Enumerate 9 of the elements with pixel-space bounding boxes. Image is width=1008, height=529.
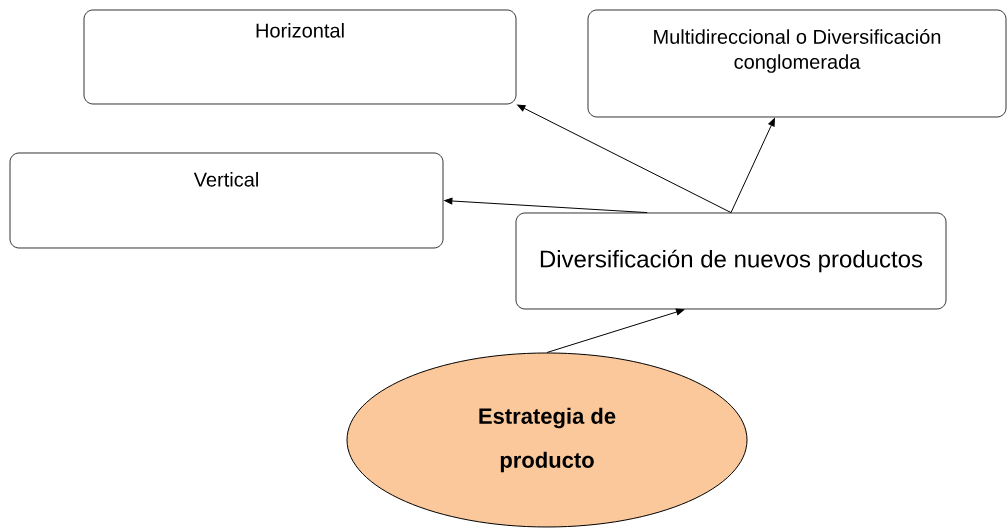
arrow xyxy=(546,308,685,353)
text-box: Vertical xyxy=(9,152,444,249)
arrow xyxy=(517,104,732,214)
text-box: Diversificación de nuevos productos xyxy=(515,212,947,310)
arrow xyxy=(730,118,775,214)
text-box: Multidireccional o Diversificación conglomerada xyxy=(587,9,1007,118)
arrow xyxy=(444,197,648,214)
oval: Estrategia de producto xyxy=(346,352,748,528)
text-box: Horizontal xyxy=(83,9,517,105)
